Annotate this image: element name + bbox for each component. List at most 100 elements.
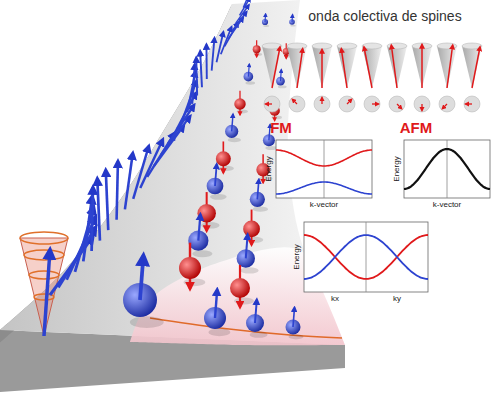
spin-arrow: [236, 5, 249, 23]
spin-arrow-up: [291, 15, 293, 22]
spin-down-sphere: [179, 257, 201, 279]
spin-arrow-up: [280, 70, 282, 81]
precession-ring: [24, 250, 64, 260]
inset-spin-arrow: [447, 45, 453, 88]
spin-arrow-up: [269, 125, 270, 141]
inset-cone-top: [462, 43, 482, 49]
cone-body: [20, 238, 68, 336]
inset-disc-arrow: [442, 104, 447, 109]
inset-disc: [364, 96, 380, 112]
inset-cone: [287, 46, 307, 88]
spin-arrow: [117, 161, 118, 220]
spin-down-sphere: [216, 151, 231, 166]
spin-arrow-up: [246, 235, 248, 259]
sphere-shadow: [183, 278, 205, 286]
axis-label: Energy: [393, 156, 401, 181]
axis-label: ky: [393, 295, 401, 303]
plot-box: [276, 140, 372, 198]
inset-spin-arrow: [391, 45, 397, 88]
cone-spin-arrow: [44, 250, 50, 336]
spin-arrow: [221, 27, 232, 54]
inset-disc: [414, 96, 430, 112]
sphere-shadow: [265, 146, 277, 150]
spin-down-sphere: [243, 220, 260, 237]
inset-cone: [312, 46, 332, 88]
spin-arrow-up: [215, 164, 217, 186]
inset-cone: [387, 46, 407, 88]
spin-arrow: [106, 170, 108, 230]
spin-arrow-up: [140, 256, 143, 300]
spin-arrow: [212, 38, 215, 71]
spin-arrow: [140, 139, 163, 187]
sphere-shadow: [228, 138, 241, 143]
inset-cone-top: [387, 43, 407, 49]
axis-label: Energy: [293, 244, 301, 269]
spin-arrow: [205, 44, 207, 78]
inset-disc: [314, 96, 330, 112]
inset-disc-arrow: [372, 103, 379, 104]
spin-arrow-up: [232, 114, 233, 131]
plot-heading: FM: [270, 120, 292, 135]
spin-arrow-up: [198, 214, 200, 240]
sphere-shadow: [208, 328, 230, 336]
sphere-shadow: [250, 332, 268, 338]
sphere-shadow: [245, 81, 255, 84]
inset-spin-arrow: [421, 45, 423, 89]
inset-spin-arrow: [321, 50, 323, 89]
axis-label: kx: [331, 295, 339, 303]
inset-spin-arrow: [472, 47, 480, 88]
inset-spin-arrow: [297, 49, 303, 88]
sphere-shadow: [201, 222, 219, 228]
inset-disc: [389, 96, 405, 112]
plot-frame: [404, 140, 490, 198]
plot-heading: AFM: [400, 120, 433, 135]
spin-arrow: [97, 179, 100, 241]
inset-disc-arrow: [466, 103, 473, 104]
dispersion-curve: [276, 150, 372, 166]
spin-arrow-up: [257, 180, 259, 200]
plot-divider: [366, 222, 367, 292]
dispersion-curve: [404, 149, 490, 189]
spin-arrow: [161, 116, 190, 155]
inset-cone: [337, 46, 357, 88]
inset-cone: [362, 46, 382, 88]
plot-box: [404, 140, 490, 198]
spin-down-sphere: [234, 98, 245, 109]
sphere-shadow: [254, 53, 262, 56]
orange-wave-line: [150, 318, 342, 338]
spin-down-sphere: [253, 45, 261, 53]
dispersion-curve: [276, 182, 372, 194]
sphere-shadow: [130, 316, 164, 328]
spin-wave-arrows: [50, 0, 251, 295]
axis-label: Energy: [265, 156, 273, 181]
spin-arrow: [168, 105, 194, 144]
inset-cone-top: [312, 43, 332, 49]
inset-spin-arrow: [341, 49, 347, 88]
sphere-shadow: [219, 166, 234, 171]
inset-cone-top: [337, 43, 357, 49]
plot-frame: [276, 140, 372, 198]
spin-arrow-up: [255, 300, 257, 323]
precession-ring: [20, 232, 68, 244]
spin-wave-inset: [262, 43, 482, 112]
inset-cone-top: [437, 43, 457, 49]
spin-arrow: [195, 58, 198, 96]
inset-disc-arrow: [347, 99, 352, 104]
inset-cone-top: [262, 43, 282, 49]
inset-spin-arrow: [364, 47, 372, 88]
spin-arrow: [200, 51, 202, 87]
axis-label: k-vector: [310, 201, 338, 209]
sphere-shadow: [263, 25, 269, 27]
precession-ring: [29, 271, 59, 279]
sphere-shadow: [237, 109, 248, 113]
spin-arrow: [243, 0, 250, 8]
spin-arrow-up: [293, 308, 295, 328]
inset-disc-arrow: [397, 104, 402, 109]
dispersion-curve: [304, 235, 428, 279]
sphere-shadow: [290, 25, 296, 27]
inset-cone-top: [362, 43, 382, 49]
plot-frame: [304, 222, 428, 292]
inset-title: onda colectiva de spines: [308, 9, 461, 23]
